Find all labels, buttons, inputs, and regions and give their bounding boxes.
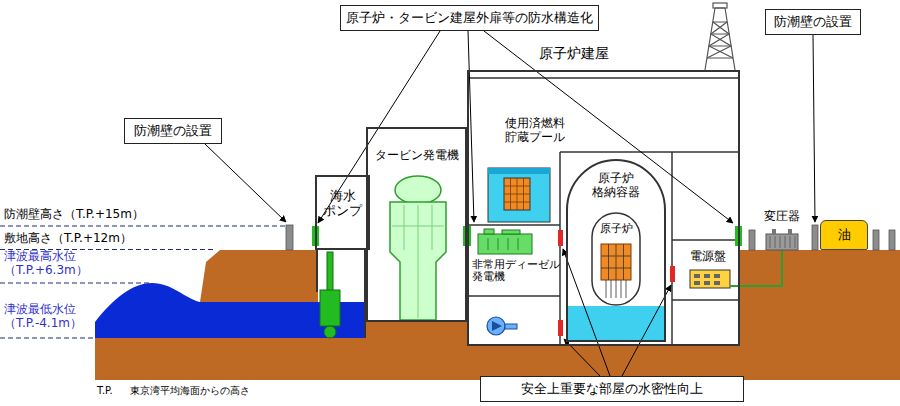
- power-cable: [730, 250, 782, 286]
- turbine-label: タービン発電機: [375, 149, 459, 163]
- leader-line: [205, 31, 815, 376]
- callout-box: 防潮壁の設置: [765, 9, 861, 35]
- level-label-holder: 敷地高さ（T.P.+12m）: [4, 232, 132, 246]
- level-label: 敷地高さ（T.P.+12m）: [4, 232, 132, 246]
- oil-label: 油: [838, 228, 851, 243]
- level-label: 防潮壁高さ（T.P.+15m）: [4, 208, 144, 222]
- tsunami-level-label: 津波最低水位 （T.P.-4.1m）: [4, 303, 85, 331]
- containment-label: 原子炉 格納容器: [591, 172, 641, 200]
- callout-box: 原子炉・タービン建屋外扉等の防水構造化: [340, 5, 599, 31]
- control-rods: [601, 244, 631, 298]
- level-line: [0, 226, 286, 338]
- callout-box: 防潮壁の設置: [124, 118, 222, 144]
- reactor-pressure-vessel: 原子炉: [591, 212, 641, 306]
- pool-label: 使用済燃料 貯蔵プール: [505, 117, 567, 145]
- power-panel-symbol: [690, 270, 730, 288]
- building-fill: [315, 175, 366, 250]
- pump-symbol: [487, 317, 517, 335]
- seawall-post: [286, 225, 895, 250]
- building-heading: 原子炉建屋: [539, 45, 609, 61]
- callout-text: 防潮壁の設置: [774, 15, 852, 30]
- reactor-building: 原子炉建屋原子炉 格納容器原子炉: [467, 70, 740, 346]
- transformer-symbol: [766, 229, 798, 250]
- note-label-holder: T.P.: [97, 385, 113, 397]
- callout-text: 防潮壁の設置: [134, 124, 212, 139]
- containment-vessel: 原子炉 格納容器原子炉: [566, 158, 666, 342]
- note-label: 東京湾平均海面からの高さ: [130, 385, 250, 397]
- oil-tank: 油: [820, 220, 868, 250]
- panel-label: 電源盤: [690, 250, 726, 264]
- pit-wall: [316, 250, 318, 292]
- note-label: T.P.: [97, 385, 113, 397]
- transformer-label: 変圧器: [764, 210, 800, 224]
- building-fill: [366, 127, 467, 322]
- transformer-label-holder: 変圧器: [764, 210, 800, 224]
- callout-text: 原子炉・タービン建屋外扉等の防水構造化: [346, 11, 593, 26]
- tsunami-level-label: 津波最高水位 （T.P.+6.3m）: [4, 250, 90, 278]
- vessel-outline: [592, 213, 640, 305]
- ground: [200, 250, 318, 302]
- exhaust-stack: [705, 3, 735, 70]
- callout-text: 安全上重要な部屋の水密性向上: [521, 382, 703, 397]
- callout-box: 安全上重要な部屋の水密性向上: [480, 376, 744, 402]
- level-label-holder: 防潮壁高さ（T.P.+15m）: [4, 208, 144, 222]
- tsunami-level-label-holder: 津波最低水位 （T.P.-4.1m）: [4, 303, 85, 331]
- seawater-pump-symbol: [320, 252, 340, 338]
- sea-water: [95, 283, 364, 338]
- turbine-building: タービン発電機: [366, 127, 467, 322]
- waterproof-door-mark: [312, 226, 742, 246]
- seawater-pump-house: 海水 ポンプ: [315, 175, 370, 250]
- panel-label-holder: 電源盤: [690, 250, 726, 264]
- pool-label-holder: 使用済燃料 貯蔵プール: [505, 117, 567, 145]
- containment-outline: [567, 160, 665, 341]
- tsunami-level-label-holder: 津波最高水位 （T.P.+6.3m）: [4, 250, 90, 278]
- building-fill: [467, 70, 740, 346]
- spent-fuel-pool: [488, 168, 550, 222]
- diesel-generator-symbol: [478, 229, 532, 254]
- pump-label: 海水 ポンプ: [322, 189, 363, 219]
- turbine-generator-symbol: [390, 176, 446, 320]
- note-label-holder: 東京湾平均海面からの高さ: [130, 385, 250, 397]
- reactor-label: 原子炉: [600, 223, 633, 236]
- building-walls: [467, 78, 740, 346]
- diesel-label-holder: 非常用ディーゼル 発電機: [472, 258, 562, 282]
- diesel-label: 非常用ディーゼル 発電機: [472, 258, 562, 282]
